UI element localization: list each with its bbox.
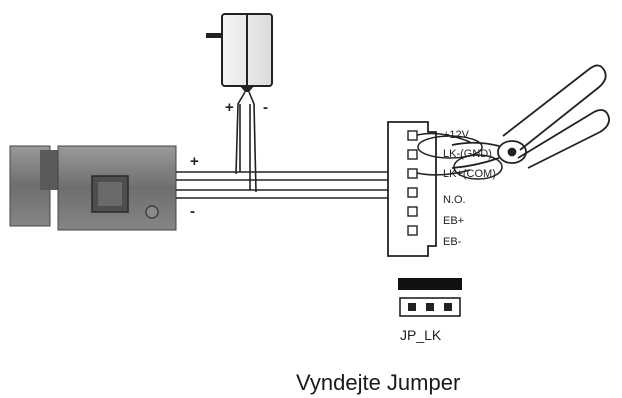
adapter-cable	[235, 91, 257, 193]
pin-socket	[407, 206, 418, 217]
pin-label-eb-minus: EB-	[443, 236, 462, 248]
pin-socket	[407, 168, 418, 179]
adapter-plus-label: +	[225, 99, 234, 116]
jumper-pin	[426, 303, 434, 311]
power-adapter	[206, 13, 273, 92]
electric-lock	[9, 145, 177, 231]
jumper-pin	[408, 303, 416, 311]
lock-plus-label: +	[190, 153, 199, 170]
lock-cable	[176, 171, 408, 199]
adapter-minus-label: -	[263, 99, 268, 116]
pin-socket	[407, 130, 418, 141]
pin-socket	[407, 149, 418, 160]
pin-label-no: N.O.	[443, 194, 466, 206]
lock-minus-label: -	[190, 203, 195, 220]
terminal-connector	[387, 121, 437, 257]
caption: Vyndejte Jumper	[296, 370, 460, 395]
jumper-jp-lk	[398, 278, 462, 317]
jumper-pin	[444, 303, 452, 311]
pin-socket	[407, 225, 418, 236]
jumper-label: JP_LK	[400, 327, 442, 343]
pin-socket	[407, 187, 418, 198]
pin-label-eb-plus: EB+	[443, 215, 464, 227]
jumper-wire-loop	[416, 132, 503, 180]
pin-label-12v: +12V	[443, 129, 470, 141]
